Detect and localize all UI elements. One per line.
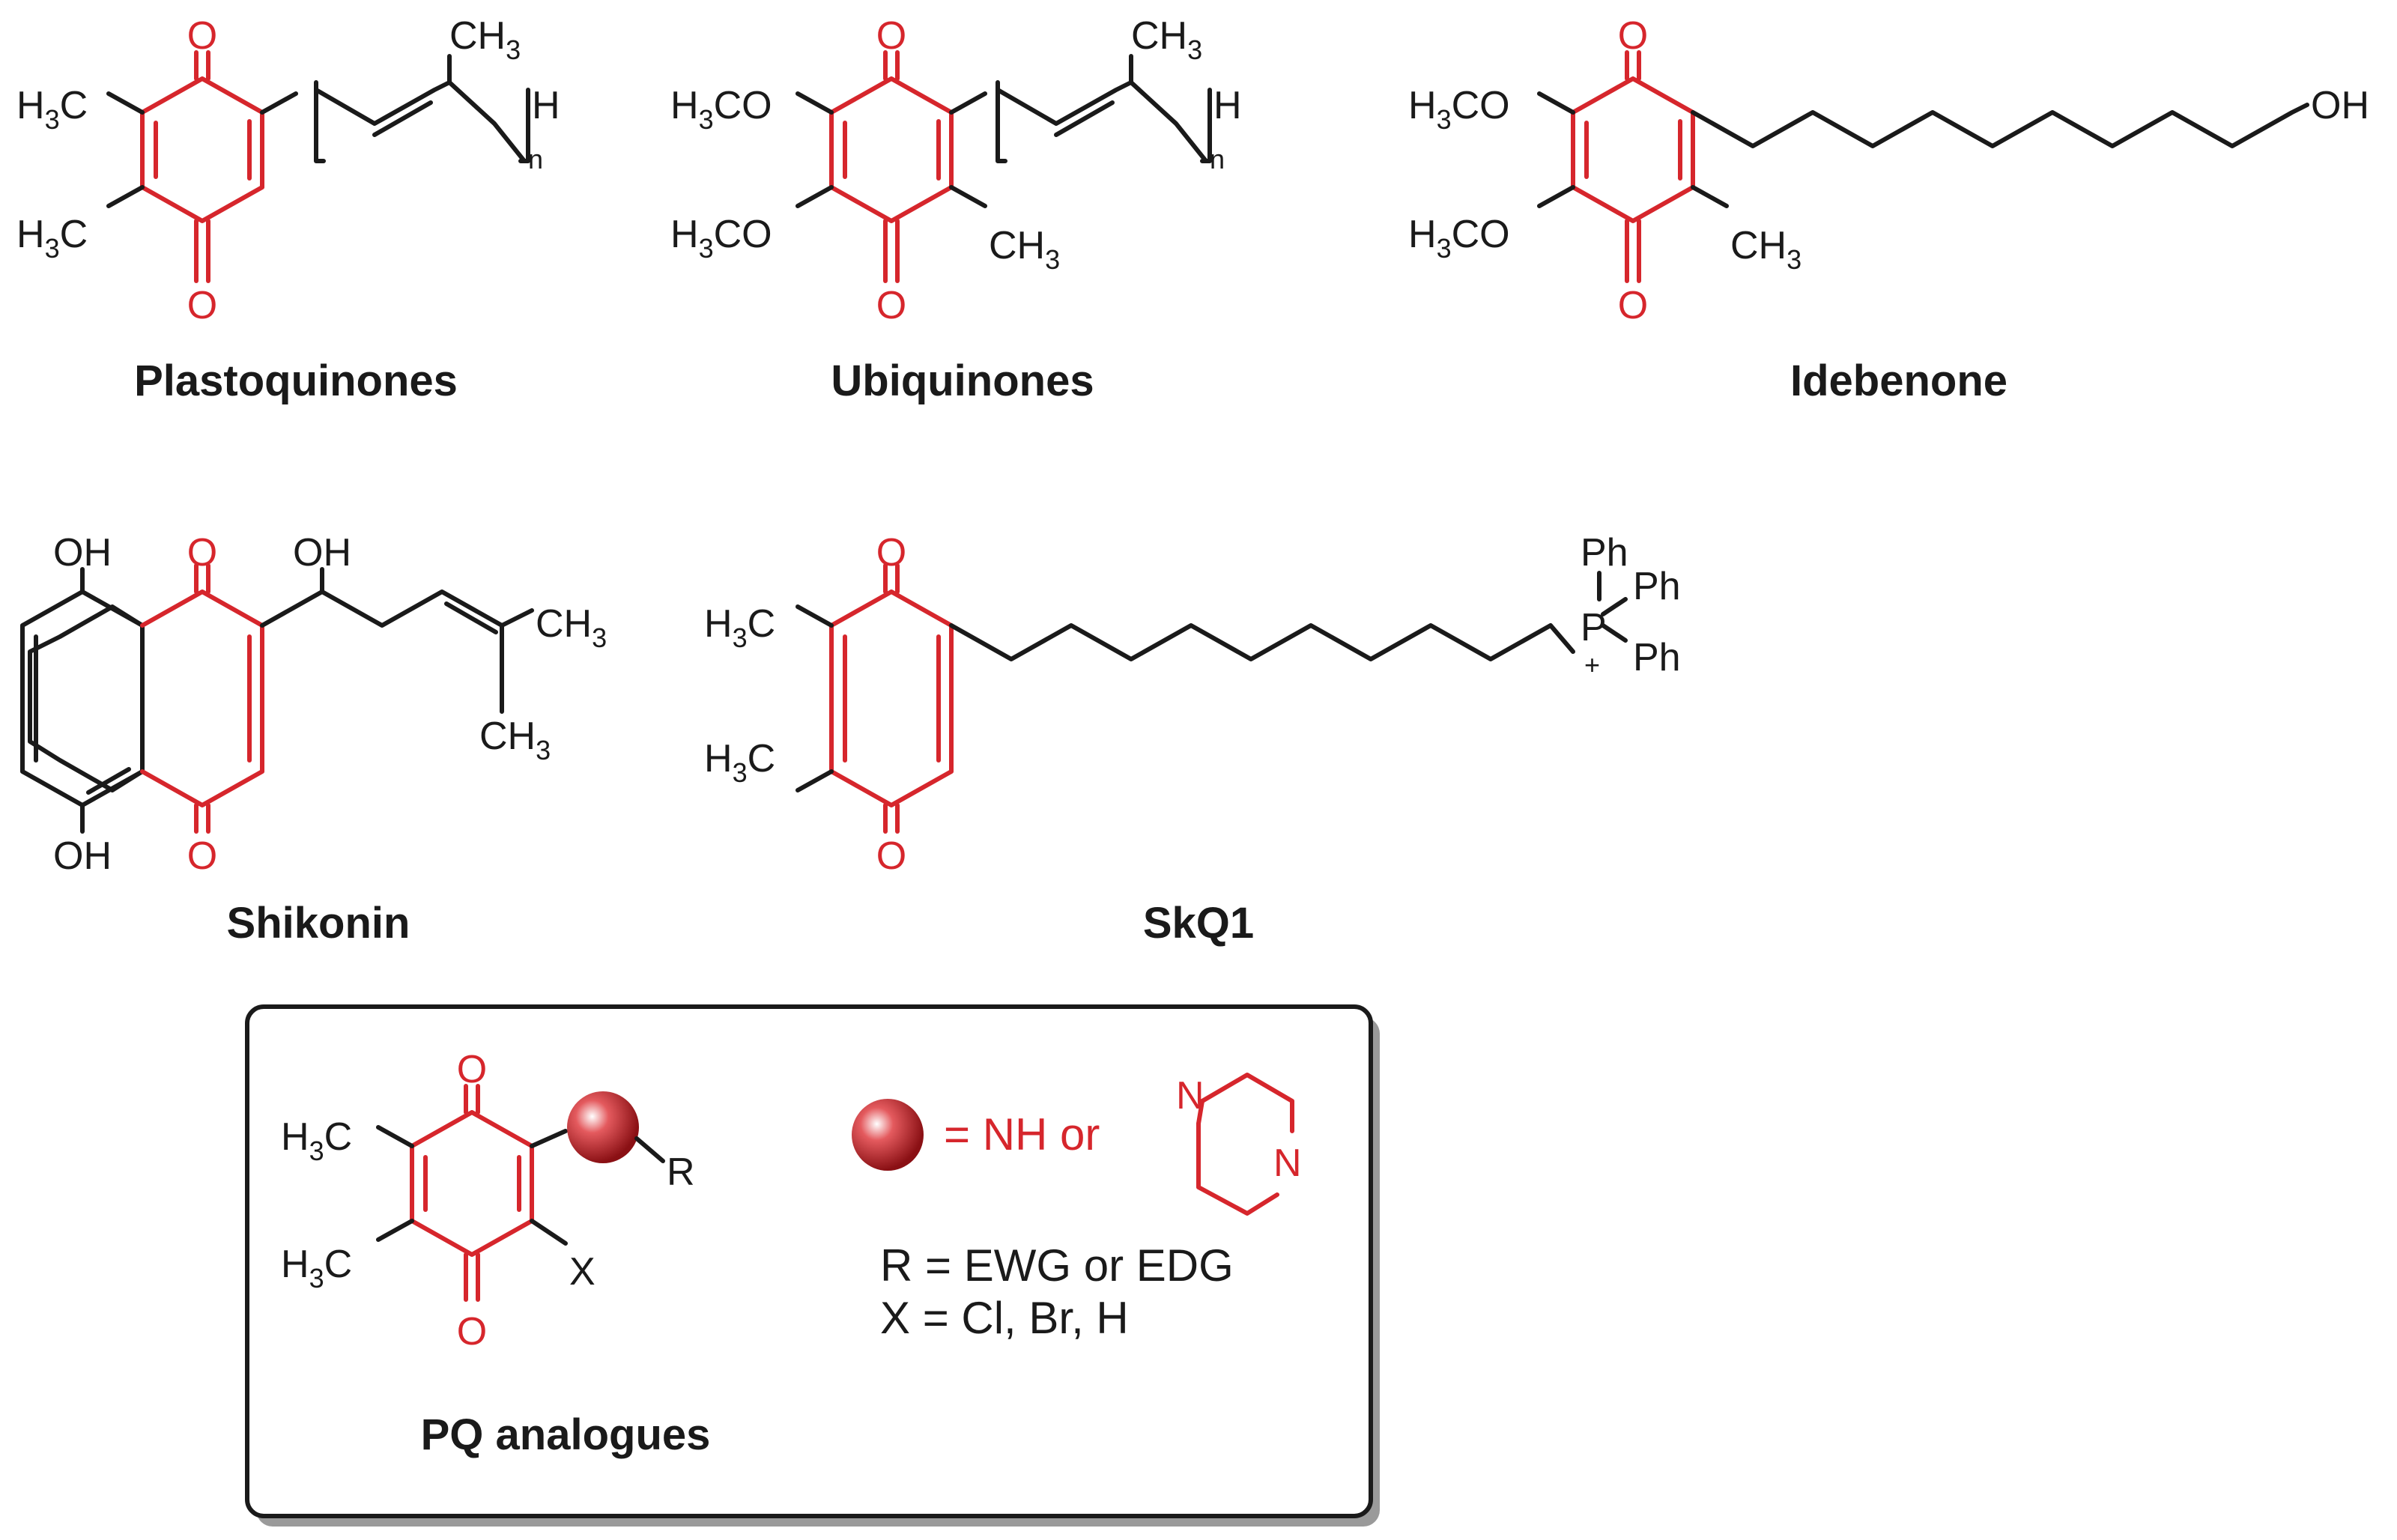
skq1-caption: SkQ1 [1143,899,1254,948]
pq-analogue-structure: O O H3C H3C R X [281,1048,695,1353]
plastoquinone-structure: O O H3C H3C CH3 H n Plastoquinones [16,14,560,405]
linker-definition: = NH or [944,1109,1100,1159]
pq-analogues-box: O O H3C H3C R X = NH or N N R = EWG or E… [245,1004,1380,1527]
piperazine-nitrogen: N [1273,1142,1302,1185]
carbonyl-oxygen-top: O [876,14,906,58]
positive-charge-label: + [1584,649,1600,680]
methyl-label: CH3 [1131,14,1202,65]
methyl-label: CH3 [1730,224,1801,275]
x-definition: X = Cl, Br, H [880,1293,1129,1343]
carbonyl-oxygen-top: O [457,1048,487,1091]
ubiquinones-caption: Ubiquinones [831,357,1094,405]
methoxy-label: H3CO [1408,84,1510,135]
shikonin-structure: O O OH OH OH CH3 CH3 Shikonin [20,531,607,948]
idebenone-ring [1571,50,1695,283]
phosphorus-label: P [1581,606,1607,649]
carbonyl-oxygen-bottom: O [1618,284,1648,327]
terminal-h-label: H [1213,84,1242,127]
hydroxyl-label: OH [2311,84,2369,127]
plastoquinone-ring [140,50,264,283]
ubiquinone-structure: O O H3CO H3CO CH3 CH3 H n Ubiquinones [670,14,1242,405]
linker-ball-icon [567,1091,639,1163]
carbonyl-oxygen-bottom: O [876,834,906,878]
r-definition: R = EWG or EDG [880,1240,1234,1291]
phenyl-label: Ph [1633,636,1681,679]
pq-analogues-caption: PQ analogues [421,1410,711,1459]
idebenone-structure: O O H3CO H3CO CH3 OH Idebenone [1408,14,2369,405]
methoxy-label: H3CO [670,84,772,135]
ubiquinone-ring [829,50,954,283]
piperazine-nitrogen: N [1176,1074,1204,1118]
repeat-n-label: n [528,144,543,175]
decyl-chain [1691,103,2309,148]
carbonyl-oxygen-top: O [187,14,217,58]
methyl-label: H3C [16,213,88,264]
carbonyl-oxygen-bottom: O [187,284,217,327]
linker-legend: = NH or N N R = EWG or EDG X = Cl, Br, H [852,1073,1302,1343]
carbonyl-oxygen-bottom: O [876,284,906,327]
methoxy-label: H3CO [1408,213,1510,264]
carbonyl-oxygen-top: O [876,531,906,575]
hydroxyl-label: OH [53,531,112,575]
hydroxyl-label: OH [293,531,351,575]
methyl-label: CH3 [479,715,551,766]
r-group-label: R [667,1151,695,1194]
idebenone-caption: Idebenone [1790,357,2007,405]
decyl-chain [949,623,1575,661]
box-frame [245,1004,1373,1518]
methyl-label: H3C [281,1115,352,1166]
skq1-structure: O O H3C H3C P + Ph Ph Ph SkQ1 [704,531,1681,948]
piperazine-ring-icon: N N [1176,1073,1302,1216]
methyl-label: H3C [16,84,88,135]
x-group-label: X [569,1250,596,1294]
plastoquinones-caption: Plastoquinones [134,357,458,405]
linker-ball-icon [852,1099,924,1171]
skq1-ring [829,563,954,834]
hydroxyl-label: OH [53,834,112,878]
carbonyl-oxygen-bottom: O [457,1310,487,1353]
methoxy-label: H3CO [670,213,772,264]
terminal-h-label: H [532,84,560,127]
carbonyl-oxygen-top: O [187,531,217,575]
methyl-label: H3C [704,737,775,788]
phenyl-label: Ph [1581,531,1628,575]
methyl-label: CH3 [449,14,521,65]
methyl-label: CH3 [989,224,1060,275]
methyl-label: H3C [704,602,775,653]
phenyl-label: Ph [1633,565,1681,608]
methyl-label: H3C [281,1243,352,1294]
carbonyl-oxygen-top: O [1618,14,1648,58]
repeat-n-label: n [1210,144,1225,175]
carbonyl-oxygen-bottom: O [187,834,217,878]
methyl-label: CH3 [536,602,607,653]
shikonin-caption: Shikonin [227,899,410,948]
